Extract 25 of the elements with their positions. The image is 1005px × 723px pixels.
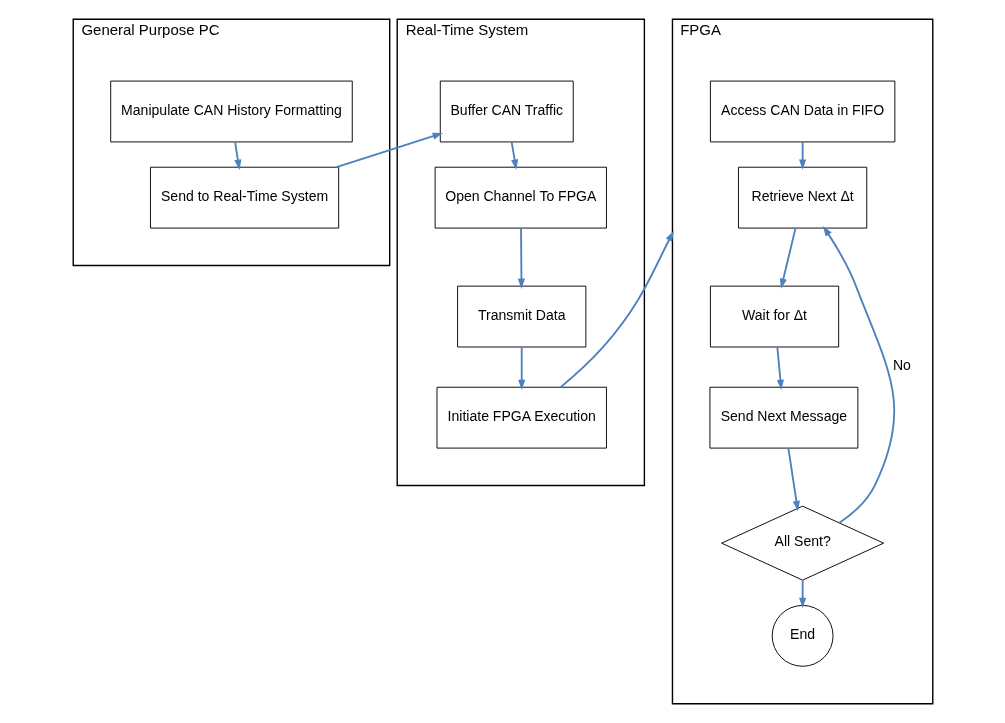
arrow bbox=[775, 346, 784, 390]
arrow bbox=[822, 226, 895, 524]
arrow bbox=[559, 231, 674, 389]
node-box: Access CAN Data in FIFO bbox=[709, 80, 895, 143]
node-box: Buffer CAN Traffic bbox=[439, 80, 574, 143]
node-circle: End bbox=[771, 604, 833, 667]
arrow bbox=[786, 447, 800, 512]
arrow bbox=[798, 141, 806, 170]
node-box: Wait for Δt bbox=[709, 285, 839, 348]
arrow bbox=[798, 579, 806, 609]
node-box: Send to Real-Time System bbox=[149, 166, 339, 229]
arrow bbox=[779, 227, 796, 289]
node-box: Retrieve Next Δt bbox=[737, 166, 867, 229]
edge-label: No bbox=[892, 357, 911, 374]
node-diamond: All Sent? bbox=[720, 505, 884, 581]
node-box: Open Channel To FPGA bbox=[434, 166, 607, 229]
arrow bbox=[517, 346, 525, 390]
arrow bbox=[517, 227, 525, 289]
node-box: Manipulate CAN History Formatting bbox=[109, 80, 353, 143]
node-box: Initiate FPGA Execution bbox=[436, 386, 607, 449]
arrow bbox=[510, 141, 518, 170]
node-box: Transmit Data bbox=[456, 285, 586, 348]
arrow bbox=[233, 141, 241, 170]
arrow bbox=[335, 132, 443, 169]
node-box: Send Next Message bbox=[708, 386, 858, 449]
